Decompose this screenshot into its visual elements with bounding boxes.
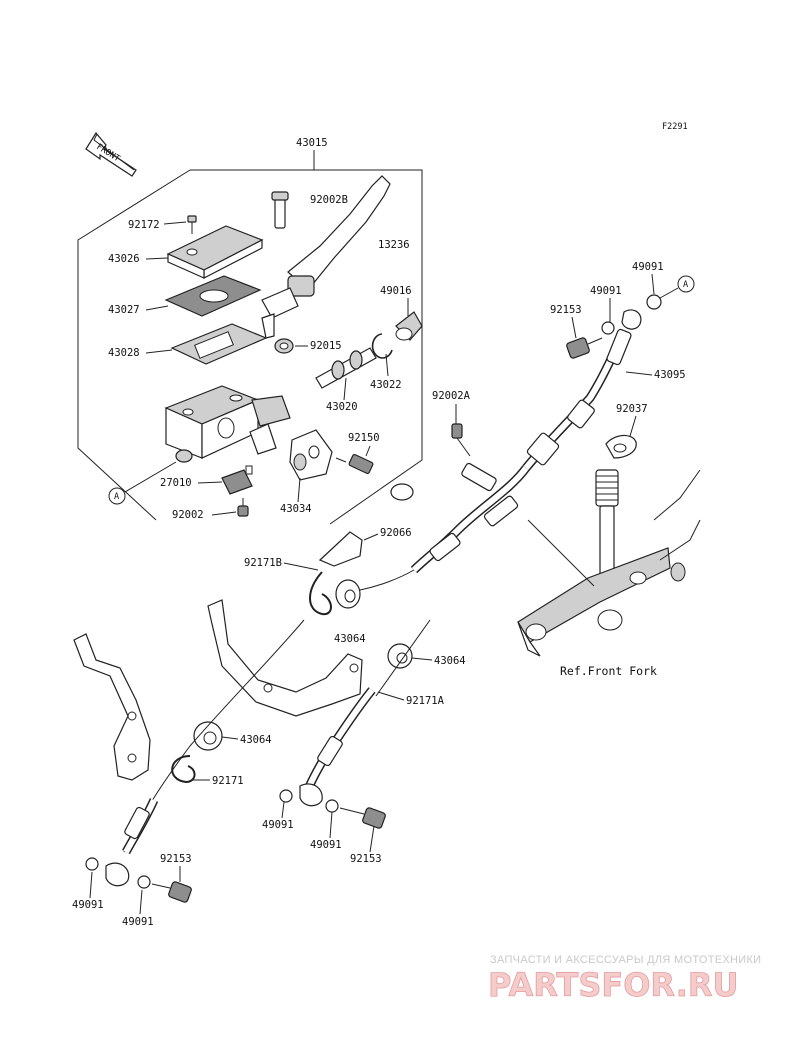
label-92037: 92037 xyxy=(616,403,648,415)
bracket-92066 xyxy=(318,531,363,567)
bolt-92150 xyxy=(335,453,374,475)
front-arrow-icon: FRONT xyxy=(85,131,137,177)
label-27010: 27010 xyxy=(160,477,192,489)
clamp-92171B xyxy=(309,571,332,616)
callout-a-left: A xyxy=(108,461,177,505)
junction-fitting xyxy=(461,462,497,492)
label-43015: 43015 xyxy=(296,137,328,149)
label-92015: 92015 xyxy=(310,340,342,352)
label-92153-top: 92153 xyxy=(550,304,582,316)
watermark-brand: PARTSFOR.RU xyxy=(488,966,738,1004)
cap-round xyxy=(390,483,414,501)
brake-hose-lower xyxy=(359,465,530,591)
banjo-middle xyxy=(279,783,386,829)
bolt-92002A xyxy=(451,423,471,457)
callout-a-right: A xyxy=(659,275,695,299)
diaphragm-plate-43027 xyxy=(164,275,262,317)
label-92171B: 92171B xyxy=(244,557,282,569)
assembly-frame xyxy=(77,169,423,525)
clamp-43034 xyxy=(289,429,333,481)
banjo-upper xyxy=(566,294,662,359)
brake-switch-27010 xyxy=(221,465,253,495)
front-fork-stem xyxy=(517,469,701,657)
label-43028: 43028 xyxy=(108,347,140,359)
label-13236: 13236 xyxy=(378,239,410,251)
screw-92002 xyxy=(237,498,249,517)
bracket-center xyxy=(207,599,363,717)
circlip-43022 xyxy=(371,333,393,359)
label-43022: 43022 xyxy=(370,379,402,391)
label-49091-mid1: 49091 xyxy=(262,819,294,831)
hose-middle-right xyxy=(303,687,376,792)
brake-lever-13236 xyxy=(261,175,391,339)
label-43064-b: 43064 xyxy=(434,655,466,667)
label-92153-mid: 92153 xyxy=(350,853,382,865)
reservoir-cap-43026 xyxy=(166,225,264,279)
label-92002B: 92002B xyxy=(310,194,348,206)
grommet-43064-c xyxy=(193,721,223,751)
label-43095: 43095 xyxy=(654,369,686,381)
label-92002A: 92002A xyxy=(432,390,471,402)
label-49091-top2: 49091 xyxy=(590,285,622,297)
label-92150: 92150 xyxy=(348,432,380,444)
pivot-bolt-92002B xyxy=(271,191,289,229)
grommet-upper xyxy=(335,579,361,609)
label-43064-c: 43064 xyxy=(240,734,272,746)
boot-49016 xyxy=(395,311,423,341)
label-92153-bot: 92153 xyxy=(160,853,192,865)
grommet-43064-a xyxy=(387,643,413,669)
screw-92172 xyxy=(187,215,197,234)
label-49091-mid2: 49091 xyxy=(310,839,342,851)
ref-front-fork: Ref.Front Fork xyxy=(560,664,657,678)
label-43026: 43026 xyxy=(108,253,140,265)
label-43034: 43034 xyxy=(280,503,312,515)
banjo-lower xyxy=(85,857,192,903)
diaphragm-43028 xyxy=(170,323,268,365)
svg-text:A: A xyxy=(683,280,688,290)
clamp-92171 xyxy=(171,755,196,784)
guide-92037 xyxy=(605,434,637,459)
label-43020: 43020 xyxy=(326,401,358,413)
piston-kit-43020 xyxy=(315,347,377,389)
watermark-tagline: ЗАПЧАСТИ И АКСЕССУАРЫ ДЛЯ МОТОТЕХНИКИ xyxy=(490,954,761,966)
label-49016: 49016 xyxy=(380,285,412,297)
label-49091-bot2: 49091 xyxy=(122,916,154,928)
label-92172: 92172 xyxy=(128,219,160,231)
label-49091-top: 49091 xyxy=(632,261,664,273)
label-43064-a: 43064 xyxy=(334,633,366,645)
label-92171: 92171 xyxy=(212,775,244,787)
label-92002: 92002 xyxy=(172,509,204,521)
bracket-left xyxy=(73,633,151,781)
label-92171A: 92171A xyxy=(406,695,445,707)
svg-text:A: A xyxy=(114,492,119,502)
hose-lower-left xyxy=(122,619,305,855)
brake-hose-43095 xyxy=(522,328,632,471)
collar-92015 xyxy=(274,338,294,354)
master-cylinder-body xyxy=(164,385,291,463)
watermark: ЗАПЧАСТИ И АКСЕССУАРЫ ДЛЯ МОТОТЕХНИКИ PA… xyxy=(488,954,761,1004)
figure-code: F2291 xyxy=(662,122,688,132)
label-43027: 43027 xyxy=(108,304,140,316)
label-49091-bot1: 49091 xyxy=(72,899,104,911)
label-92066: 92066 xyxy=(380,527,412,539)
